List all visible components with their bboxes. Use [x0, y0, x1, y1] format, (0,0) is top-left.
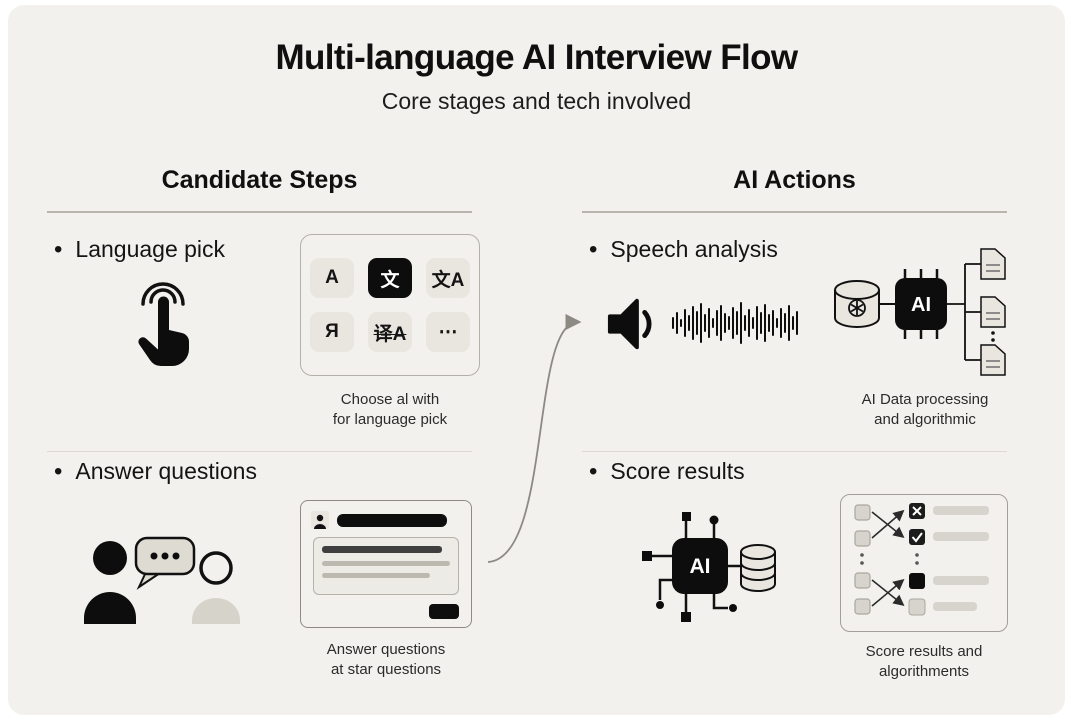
- language-tile: Я: [310, 312, 354, 352]
- ai-scoring-chip-icon: AI: [630, 500, 780, 637]
- page-subtitle: Core stages and tech involved: [381, 88, 692, 114]
- left-section-divider: [47, 451, 472, 452]
- step-label-language-pick: Language pick: [54, 236, 225, 264]
- caption-score-results: Score results and algorithments: [865, 643, 983, 681]
- step-label-score-results: Score results: [589, 458, 745, 486]
- ai-data-processing-icon: AI: [833, 248, 1015, 385]
- people-chat-icon: [80, 498, 245, 633]
- empty-box-icon: [908, 598, 926, 616]
- chat-message-area: [313, 537, 459, 595]
- tap-hand-icon: [118, 276, 202, 375]
- right-section-divider: [582, 451, 1007, 452]
- language-grid: A 文 文A Я 译A ⋯: [300, 234, 480, 376]
- step-label-speech-analysis: Speech analysis: [589, 236, 778, 264]
- check-checkbox-icon: [909, 529, 925, 545]
- chat-window-illustration: [300, 500, 472, 628]
- page-title: Multi-language AI Interview Flow: [275, 38, 798, 77]
- score-checklist-panel: [840, 494, 1008, 632]
- flow-connector-arrow: [482, 300, 594, 581]
- openai-logo: [848, 299, 866, 317]
- chat-header: [311, 511, 447, 529]
- step-label-text: Language pick: [75, 236, 226, 262]
- language-glyph: 译A: [373, 323, 407, 345]
- language-tile-selected: 文: [368, 258, 412, 298]
- language-tile: A: [310, 258, 354, 298]
- caption-answer-questions: Answer questions at star questions: [326, 641, 446, 679]
- ai-chip-label: AI: [690, 555, 711, 578]
- speaker-icon: [606, 292, 664, 361]
- avatar-icon: [311, 511, 329, 529]
- chat-title-bar: [337, 513, 447, 527]
- database-icon: [740, 544, 776, 592]
- send-button-illustration: [429, 604, 459, 619]
- waveform-icon: [672, 298, 804, 348]
- left-column-header: Candidate Steps: [161, 166, 358, 194]
- language-tile: 译A: [368, 312, 412, 352]
- text-line: [322, 546, 443, 553]
- language-tile-more: ⋯: [426, 312, 470, 352]
- right-header-rule: [582, 211, 1007, 213]
- step-label-text: Speech analysis: [610, 236, 778, 262]
- text-line: [322, 573, 430, 578]
- language-glyph: 文A: [431, 269, 465, 291]
- document-icon: [980, 248, 1006, 376]
- ai-chip-label: AI: [911, 294, 931, 316]
- caption-language-pick: Choose al with for language pick: [332, 391, 448, 429]
- step-label-text: Score results: [610, 458, 745, 484]
- text-line: [322, 561, 450, 566]
- language-glyph: 文: [380, 269, 400, 291]
- left-header-rule: [47, 211, 472, 213]
- language-tile: 文A: [426, 258, 470, 298]
- ellipsis-glyph: ⋯: [438, 321, 458, 343]
- filled-box-icon: [909, 573, 925, 589]
- caption-speech-analysis: AI Data processing and algorithmic: [861, 391, 989, 429]
- right-column-header: AI Actions: [733, 166, 856, 194]
- language-glyph: Я: [325, 321, 339, 342]
- language-glyph: A: [325, 267, 339, 288]
- step-label-text: Answer questions: [75, 458, 257, 484]
- step-label-answer-questions: Answer questions: [54, 458, 257, 486]
